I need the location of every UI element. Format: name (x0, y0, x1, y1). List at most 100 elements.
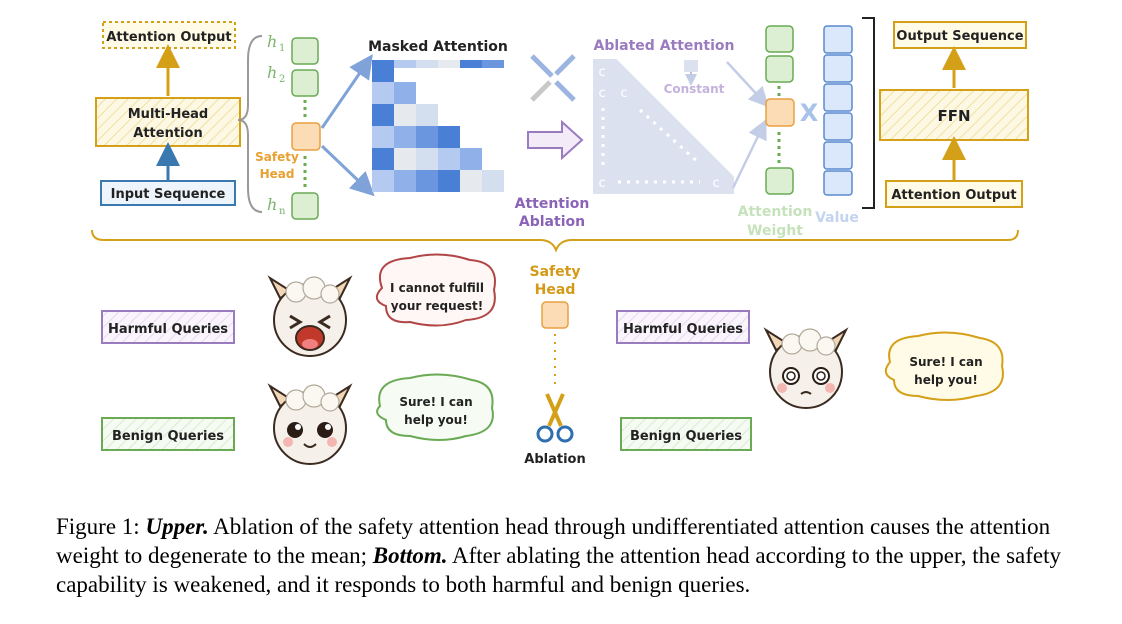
figure-caption: Figure 1: Upper. Ablation of the safety … (56, 512, 1076, 599)
benign-queries-left: Benign Queries (101, 417, 235, 451)
attention-weight-label-2: Weight (747, 223, 803, 239)
multi-head-label: Multi-Head (128, 107, 209, 122)
ffn-box: FFN (879, 89, 1029, 141)
matrix-cell (438, 60, 460, 68)
llama-refusing-icon (267, 275, 353, 357)
input-sequence-box: Input Sequence (100, 180, 236, 206)
matrix-cell (372, 104, 394, 126)
attention-weight-column (765, 25, 795, 195)
bottom-brace (91, 229, 1019, 253)
ablated-attention-matrix: c c c c c (593, 59, 734, 194)
attention-output-box: Attention Output (102, 21, 236, 49)
head-sub-n: n (279, 206, 286, 217)
value-label: Value (815, 210, 859, 226)
llama-happy-icon (267, 383, 353, 465)
safety-head-label-1: Safety (255, 150, 299, 164)
ablation-label: Ablation (524, 452, 585, 467)
matrix-cell (438, 126, 460, 148)
output-sequence-box: Output Sequence (893, 21, 1027, 49)
attention-output-label: Attention Output (106, 30, 231, 45)
harmful-queries-right-label: Harmful Queries (623, 322, 743, 337)
caption-bottom-text: After ablating the attention head accord… (56, 543, 1062, 597)
matrix-cell (460, 170, 482, 192)
c-cell: c (598, 176, 606, 191)
matrix-cell (438, 170, 460, 192)
help-bubble-left: Sure! I can help you! (376, 373, 494, 441)
masked-attention-matrix (372, 60, 504, 192)
head-box-2 (291, 69, 319, 97)
caption-prefix: Figure 1: (56, 514, 146, 539)
matrix-cell (394, 170, 416, 192)
ablation-arrow (527, 119, 584, 161)
lower-safety-head-box (541, 301, 569, 329)
safety-head-label-2: Head (260, 167, 295, 181)
matrix-cell (416, 148, 438, 170)
head-box-n (291, 192, 319, 220)
matrix-cell (394, 82, 416, 104)
c-cell: c (712, 176, 720, 191)
ablated-arrow-bottom (731, 118, 767, 189)
lower-safety-label-2: Head (535, 282, 576, 298)
refusal-bubble: I cannot fulfill your request! (375, 253, 496, 327)
matrix-cell (372, 126, 394, 148)
left-brace (237, 35, 263, 213)
caption-bottom-label: Bottom. (372, 543, 448, 568)
refusal-line-1: I cannot fulfill (390, 281, 484, 295)
ablated-attention-title: Ablated Attention (594, 38, 735, 54)
benign-queries-left-label: Benign Queries (112, 429, 224, 444)
head-label-1: h (267, 32, 277, 51)
matrix-cell (394, 60, 416, 68)
value-column (823, 25, 853, 196)
attention-ablation-label-1: Attention (515, 196, 590, 212)
c-cell: c (598, 65, 606, 80)
head-box-1 (291, 37, 319, 65)
matrix-cell (416, 104, 438, 126)
constant-label: Constant (664, 82, 725, 96)
attention-label: Attention (133, 126, 202, 141)
head-sub-1: 1 (279, 43, 285, 54)
help-bubble-right: Sure! I can help you! (884, 331, 1004, 401)
benign-queries-right: Benign Queries (620, 417, 752, 451)
matrix-cell (372, 82, 394, 104)
help-right-line-1: Sure! I can (909, 355, 982, 369)
matrix-cell (416, 60, 438, 68)
arrow-to-matrix-bottom (320, 144, 375, 197)
refusal-line-2: your request! (391, 299, 483, 313)
attention-output-right-box: Attention Output (885, 180, 1023, 208)
matrix-cell (394, 148, 416, 170)
scissors-icon (536, 393, 574, 443)
lower-safety-label-1: Safety (530, 264, 581, 280)
matrix-cell (372, 148, 394, 170)
llama-dizzy-icon (763, 327, 849, 409)
right-bracket (862, 17, 875, 209)
attention-ablation-label-2: Ablation (519, 214, 585, 230)
multiply-sign: X (800, 99, 819, 127)
matrix-cell (394, 104, 416, 126)
c-cell: c (598, 86, 606, 101)
head-sub-2: 2 (279, 74, 285, 85)
harmful-queries-right: Harmful Queries (616, 310, 750, 344)
masked-attention-title: Masked Attention (368, 39, 508, 55)
caption-upper-label: Upper. (145, 514, 209, 539)
ablation-icon (530, 54, 576, 102)
safety-head-box (291, 122, 321, 151)
multi-head-attention-box: Multi-Head Attention (95, 97, 241, 147)
matrix-cell (394, 126, 416, 148)
help-left-line-2: help you! (404, 413, 468, 427)
caption-upper-text: Ablation of the safety attention head th… (56, 514, 1051, 568)
attention-weight-label-1: Attention (738, 204, 813, 220)
help-left-line-1: Sure! I can (399, 395, 472, 409)
constant-cell (684, 60, 698, 72)
matrix-cell (460, 148, 482, 170)
c-cell: c (620, 86, 628, 101)
arrow-to-matrix-top (320, 54, 373, 129)
help-right-line-2: help you! (914, 373, 978, 387)
attention-output-right-label: Attention Output (891, 188, 1016, 203)
ablated-arrow-top (726, 61, 769, 108)
head-labels: h 1 h 2 h n (267, 32, 286, 217)
head-label-n: h (267, 195, 277, 214)
matrix-cell (416, 126, 438, 148)
output-sequence-label: Output Sequence (896, 29, 1023, 44)
matrix-cell (438, 148, 460, 170)
matrix-cell (372, 60, 394, 82)
